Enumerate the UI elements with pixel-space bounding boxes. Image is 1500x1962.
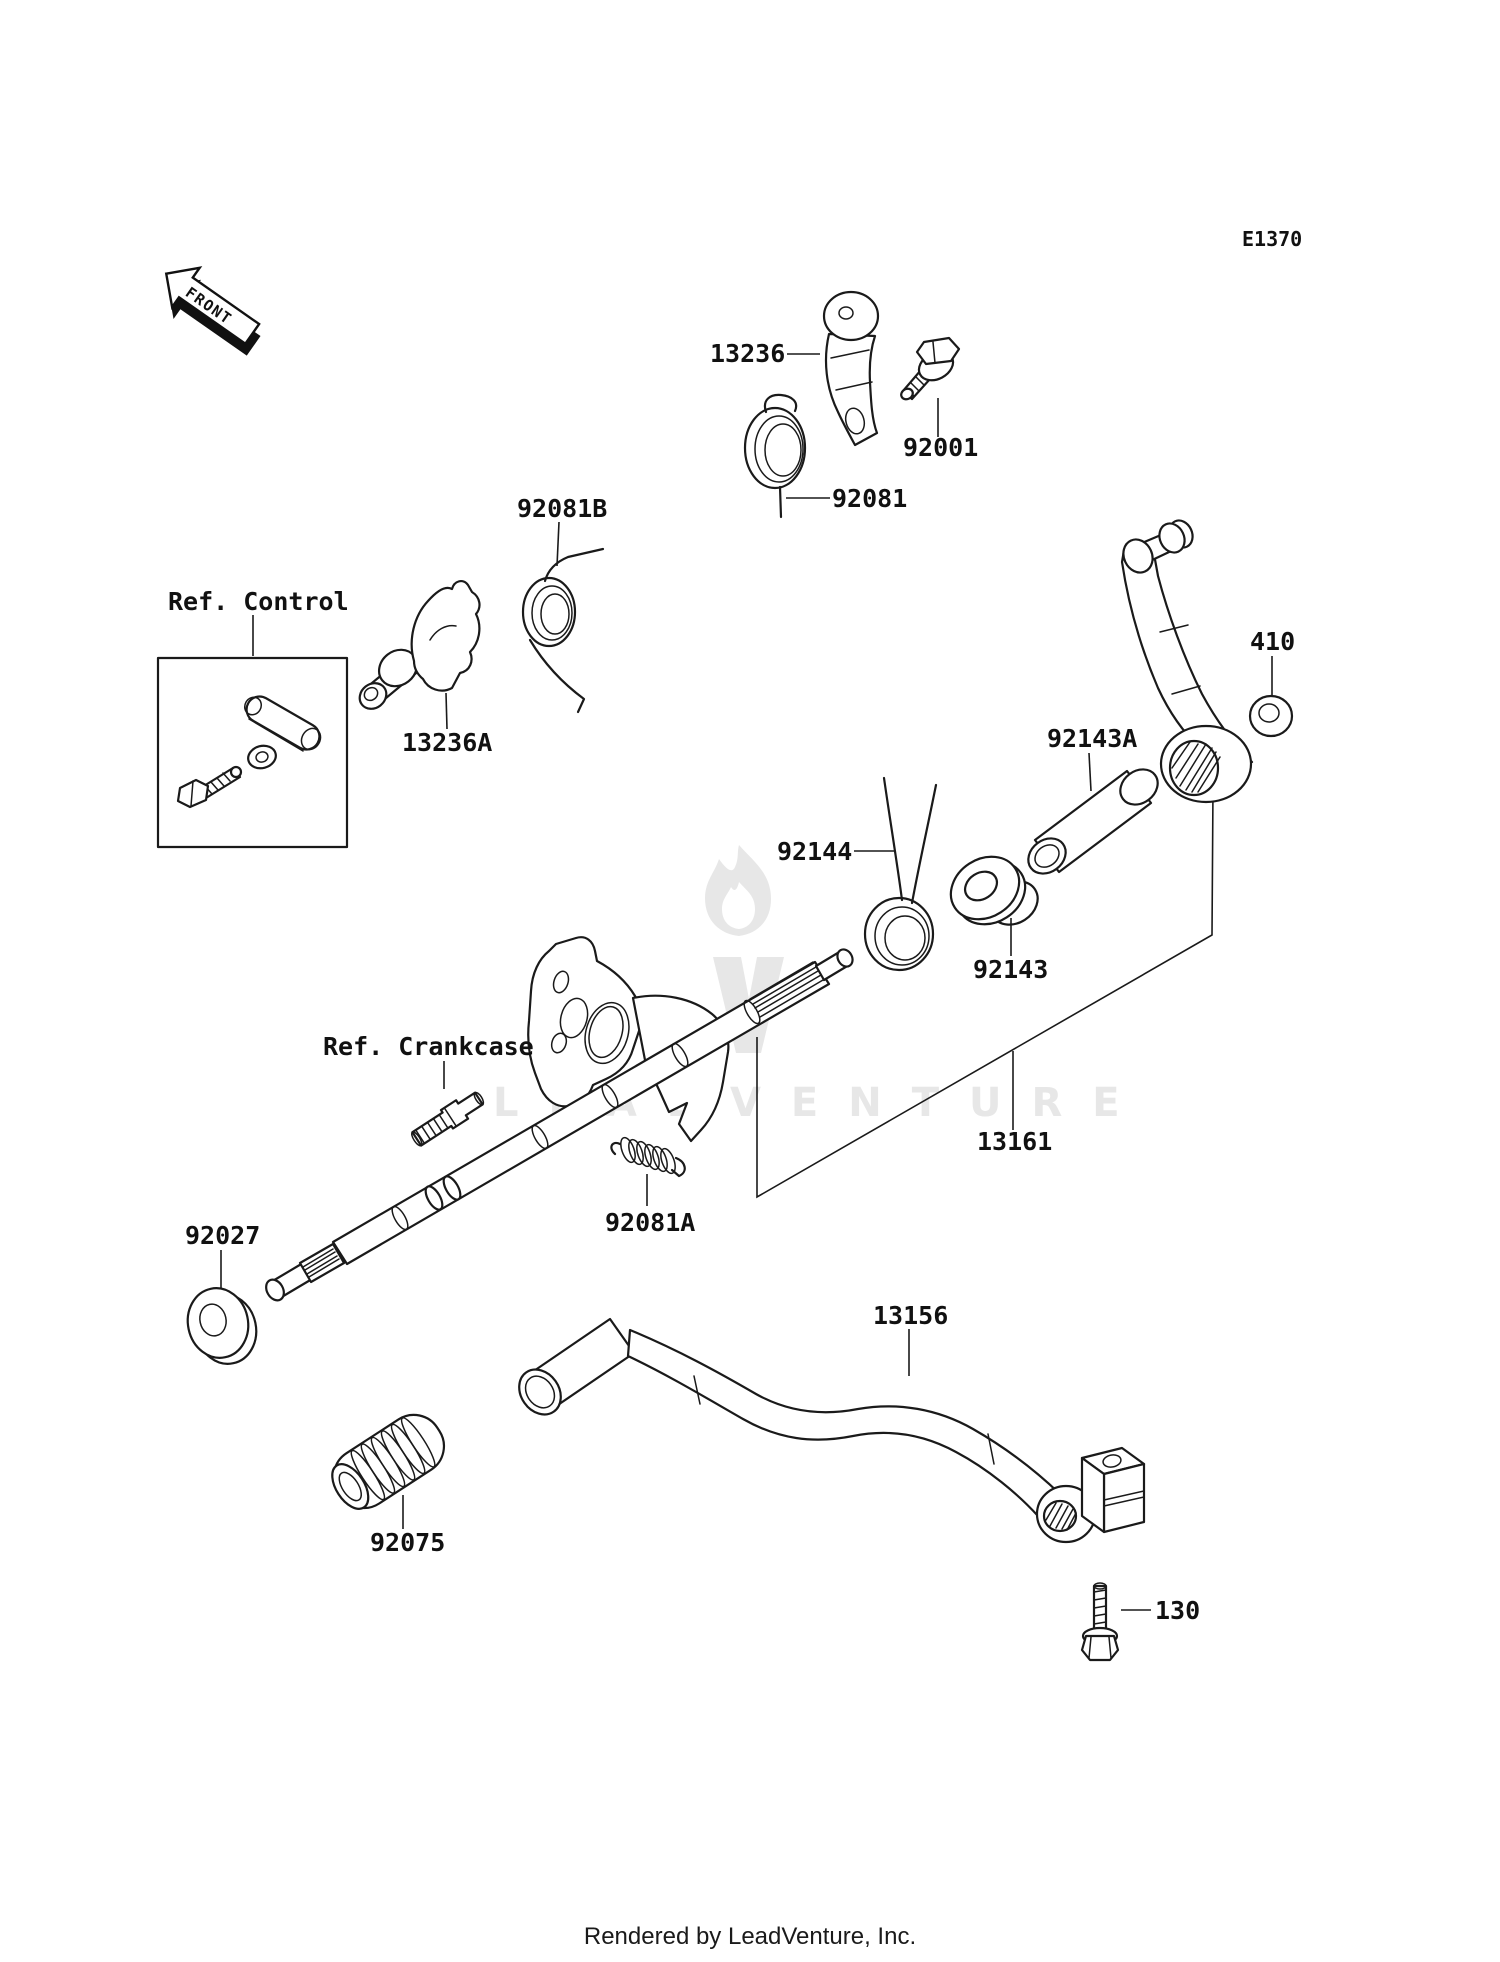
front-arrow-marker: FRONT [164,266,261,356]
label-410: 410 [1250,627,1295,656]
leader-92143a [1088,752,1092,792]
leader-92081b [556,521,560,567]
part-92081a-spring-drawing [610,1136,686,1178]
label-92001: 92001 [903,433,978,462]
part-410-washer-drawing [1248,694,1294,738]
part-13236a-cam-drawing [358,579,481,710]
label-13236: 13236 [710,339,785,368]
label-13161: 13161 [977,1127,1052,1156]
footer-credit: Rendered by LeadVenture, Inc. [584,1923,916,1950]
label-13236a: 13236A [402,728,492,757]
label-92081a: 92081A [605,1208,695,1237]
label-92081: 92081 [832,484,907,513]
part-92144-spring-drawing [863,776,938,972]
label-92143a: 92143A [1047,724,1137,753]
part-13156-pedal-drawing [518,1317,1146,1544]
label-130: 130 [1155,1596,1200,1625]
part-92143-bushing-drawing [949,855,1039,926]
leader-13161 [756,786,1214,1199]
flame-icon-inner [722,882,755,929]
label-92027: 92027 [185,1221,260,1250]
crankcase-stud-drawing [410,1091,485,1147]
label-ref-crankcase: Ref. Crankcase [323,1032,534,1061]
part-130-bolt-drawing [1080,1582,1120,1662]
label-92144: 92144 [777,837,852,866]
part-92027-washer-drawing [186,1287,258,1365]
label-92075: 92075 [370,1528,445,1557]
part-92081b-spring-drawing [521,547,605,714]
label-92143: 92143 [973,955,1048,984]
part-13236-lever-drawing [822,290,880,447]
label-ref-control: Ref. Control [168,587,349,616]
part-92001-bolt-drawing [900,336,961,401]
shift-shaft-drawing [265,948,854,1302]
leader-13236a [445,692,448,730]
ref-control-box-drawing [156,656,349,849]
part-92075-pedal-rubber-drawing [331,1413,446,1510]
label-13156: 13156 [873,1301,948,1330]
front-arrow-body [164,266,261,346]
part-92081-spring-drawing [743,393,807,519]
part-92143a-sleeve-drawing [1027,768,1159,875]
leader-lines [220,353,1273,1611]
gearshift-arm-drawing [1120,519,1254,804]
label-92081b: 92081B [517,494,607,523]
diagram-code: E1370 [1242,227,1302,251]
crankcase-bracket-drawing [527,936,643,1108]
